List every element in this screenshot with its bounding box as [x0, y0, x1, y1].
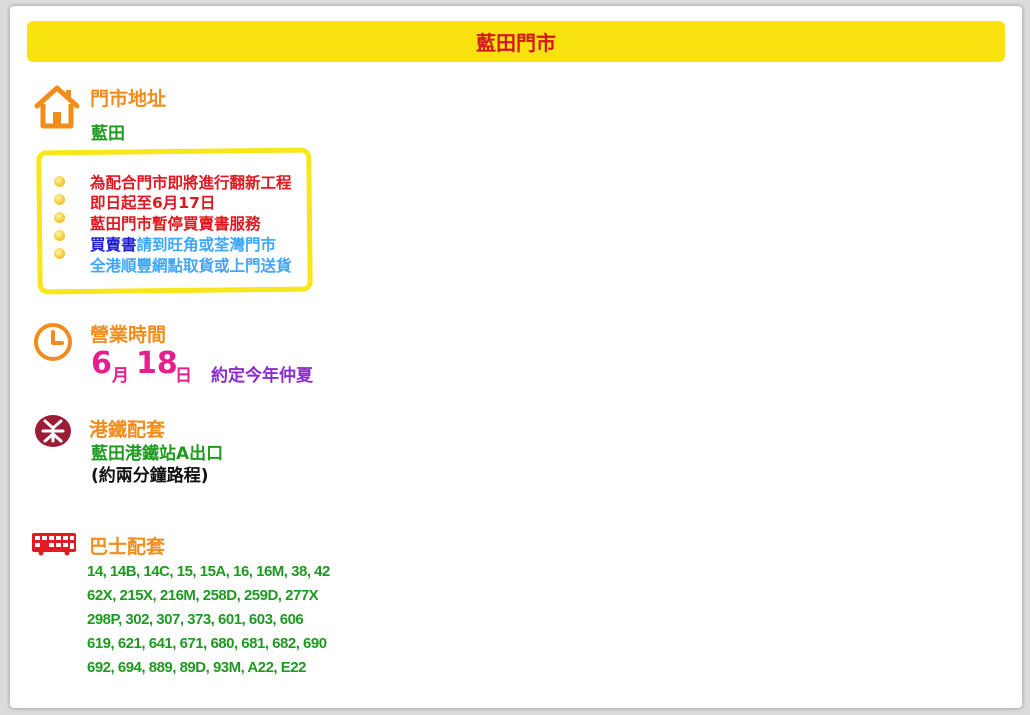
notice-line: 全港順豐網點取貨或上門送貨: [90, 257, 292, 275]
bus-routes-line: 692, 694, 889, 89D, 93M, A22, E22: [87, 659, 306, 676]
bus-routes-line: 298P, 302, 307, 373, 601, 603, 606: [87, 611, 304, 628]
hours-day-unit: 日: [175, 366, 192, 386]
notice-line: 即日起至6月17日: [90, 194, 216, 212]
notice-line: 為配合門市即將進行翻新工程: [90, 174, 292, 192]
bullet-icon: [54, 176, 65, 187]
hours-heading: 營業時間: [90, 324, 167, 346]
bus-icon: [32, 533, 76, 556]
mtr-exit: 藍田港鐵站A出口: [91, 444, 224, 464]
mtr-walk-time: (約兩分鐘路程): [91, 466, 209, 486]
address-value: 藍田: [91, 124, 125, 144]
hours-month-unit: 月: [112, 366, 129, 386]
bus-routes-line: 619, 621, 641, 671, 680, 681, 682, 690: [87, 635, 327, 652]
bus-routes-line: 14, 14B, 14C, 15, 15A, 16, 16M, 38, 42: [87, 563, 330, 580]
hours-month-num: 6: [91, 346, 112, 381]
bus-heading: 巴士配套: [89, 536, 166, 558]
hours-note: 約定今年仲夏: [211, 366, 313, 386]
store-card: 藍田門市 門市地址 藍田 為配合門市即將進行翻新工程 即日起至6月17日 藍田門…: [10, 6, 1022, 708]
notice-emphasis: 買賣書: [90, 236, 137, 254]
store-title: 藍田門市: [27, 21, 1005, 62]
bullet-icon: [54, 212, 65, 223]
mtr-logo-icon: [35, 415, 71, 447]
mtr-heading: 港鐵配套: [89, 419, 166, 441]
address-heading: 門市地址: [90, 88, 167, 110]
clock-icon: [34, 323, 72, 361]
bullet-icon: [54, 194, 65, 205]
bus-routes-line: 62X, 215X, 216M, 258D, 259D, 277X: [87, 587, 319, 604]
hours-day-num: 18: [136, 346, 178, 381]
house-icon: [34, 85, 80, 129]
bullet-icon: [54, 230, 65, 241]
notice-text: 請到旺角或荃灣門市: [136, 236, 277, 254]
notice-line: 買賣書請到旺角或荃灣門市: [90, 233, 276, 255]
bullet-icon: [54, 248, 65, 259]
notice-line: 藍田門市暫停買賣書服務: [90, 215, 261, 233]
